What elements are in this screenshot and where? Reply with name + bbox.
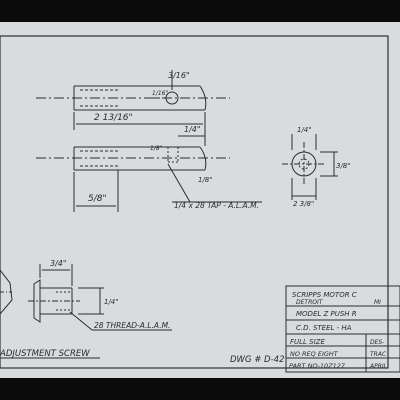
tap-note: 1/4 x 28 TAP - A.L.A.M. [174, 201, 259, 210]
drawing-border [0, 35, 389, 369]
company-line1: SCRIPPS MOTOR C [292, 291, 357, 299]
dwg-number: DWG # D-42 [230, 355, 285, 365]
dim-2-13-16: 2 13/16" [94, 113, 133, 123]
dim-1-8-side: 1/8" [150, 145, 163, 152]
dim-screw-3-4: 3/4" [50, 259, 67, 268]
dim-5-8: 5/8" [88, 194, 107, 204]
material-line: C.D. STEEL - HA [296, 324, 352, 332]
dim-screw-1-4: 1/4" [104, 298, 119, 306]
thread-note: 28 THREAD-A.L.A.M. [94, 321, 170, 330]
model-line: MODEL Z PUSH R [296, 310, 357, 318]
designed-label: DES- [370, 339, 384, 346]
part-number: PART NO-10Z127 [289, 362, 346, 370]
dim-end-3-8: 3/8" [336, 162, 351, 170]
dim-1-16-top: 1/16" [152, 90, 168, 97]
dim-end-2-3-8: 2 3/8" [293, 200, 314, 208]
dim-end-1-4: 1/4" [297, 126, 312, 134]
title-block [285, 285, 400, 373]
company-line2-city: DETROIT [296, 299, 324, 306]
traced-label: TRAC [370, 351, 387, 358]
date-label: APRIL [369, 363, 387, 370]
push-rod-end-view [282, 142, 326, 186]
scale-label: FULL SIZE [290, 338, 325, 346]
push-rod-top-view [73, 85, 207, 111]
company-line2-state: MI [374, 299, 381, 306]
dim-1-8-end: 1/8" [198, 176, 213, 184]
paper [0, 22, 400, 378]
push-rod-side-view [73, 146, 207, 171]
adjustment-screw-label: ADJUSTMENT SCREW [0, 349, 90, 359]
dim-3-16: 3/16" [168, 71, 190, 80]
quantity-label: NO REQ EIGHT [290, 350, 339, 358]
adjustment-screw [0, 269, 80, 323]
dim-1-4-side: 1/4" [184, 125, 201, 134]
